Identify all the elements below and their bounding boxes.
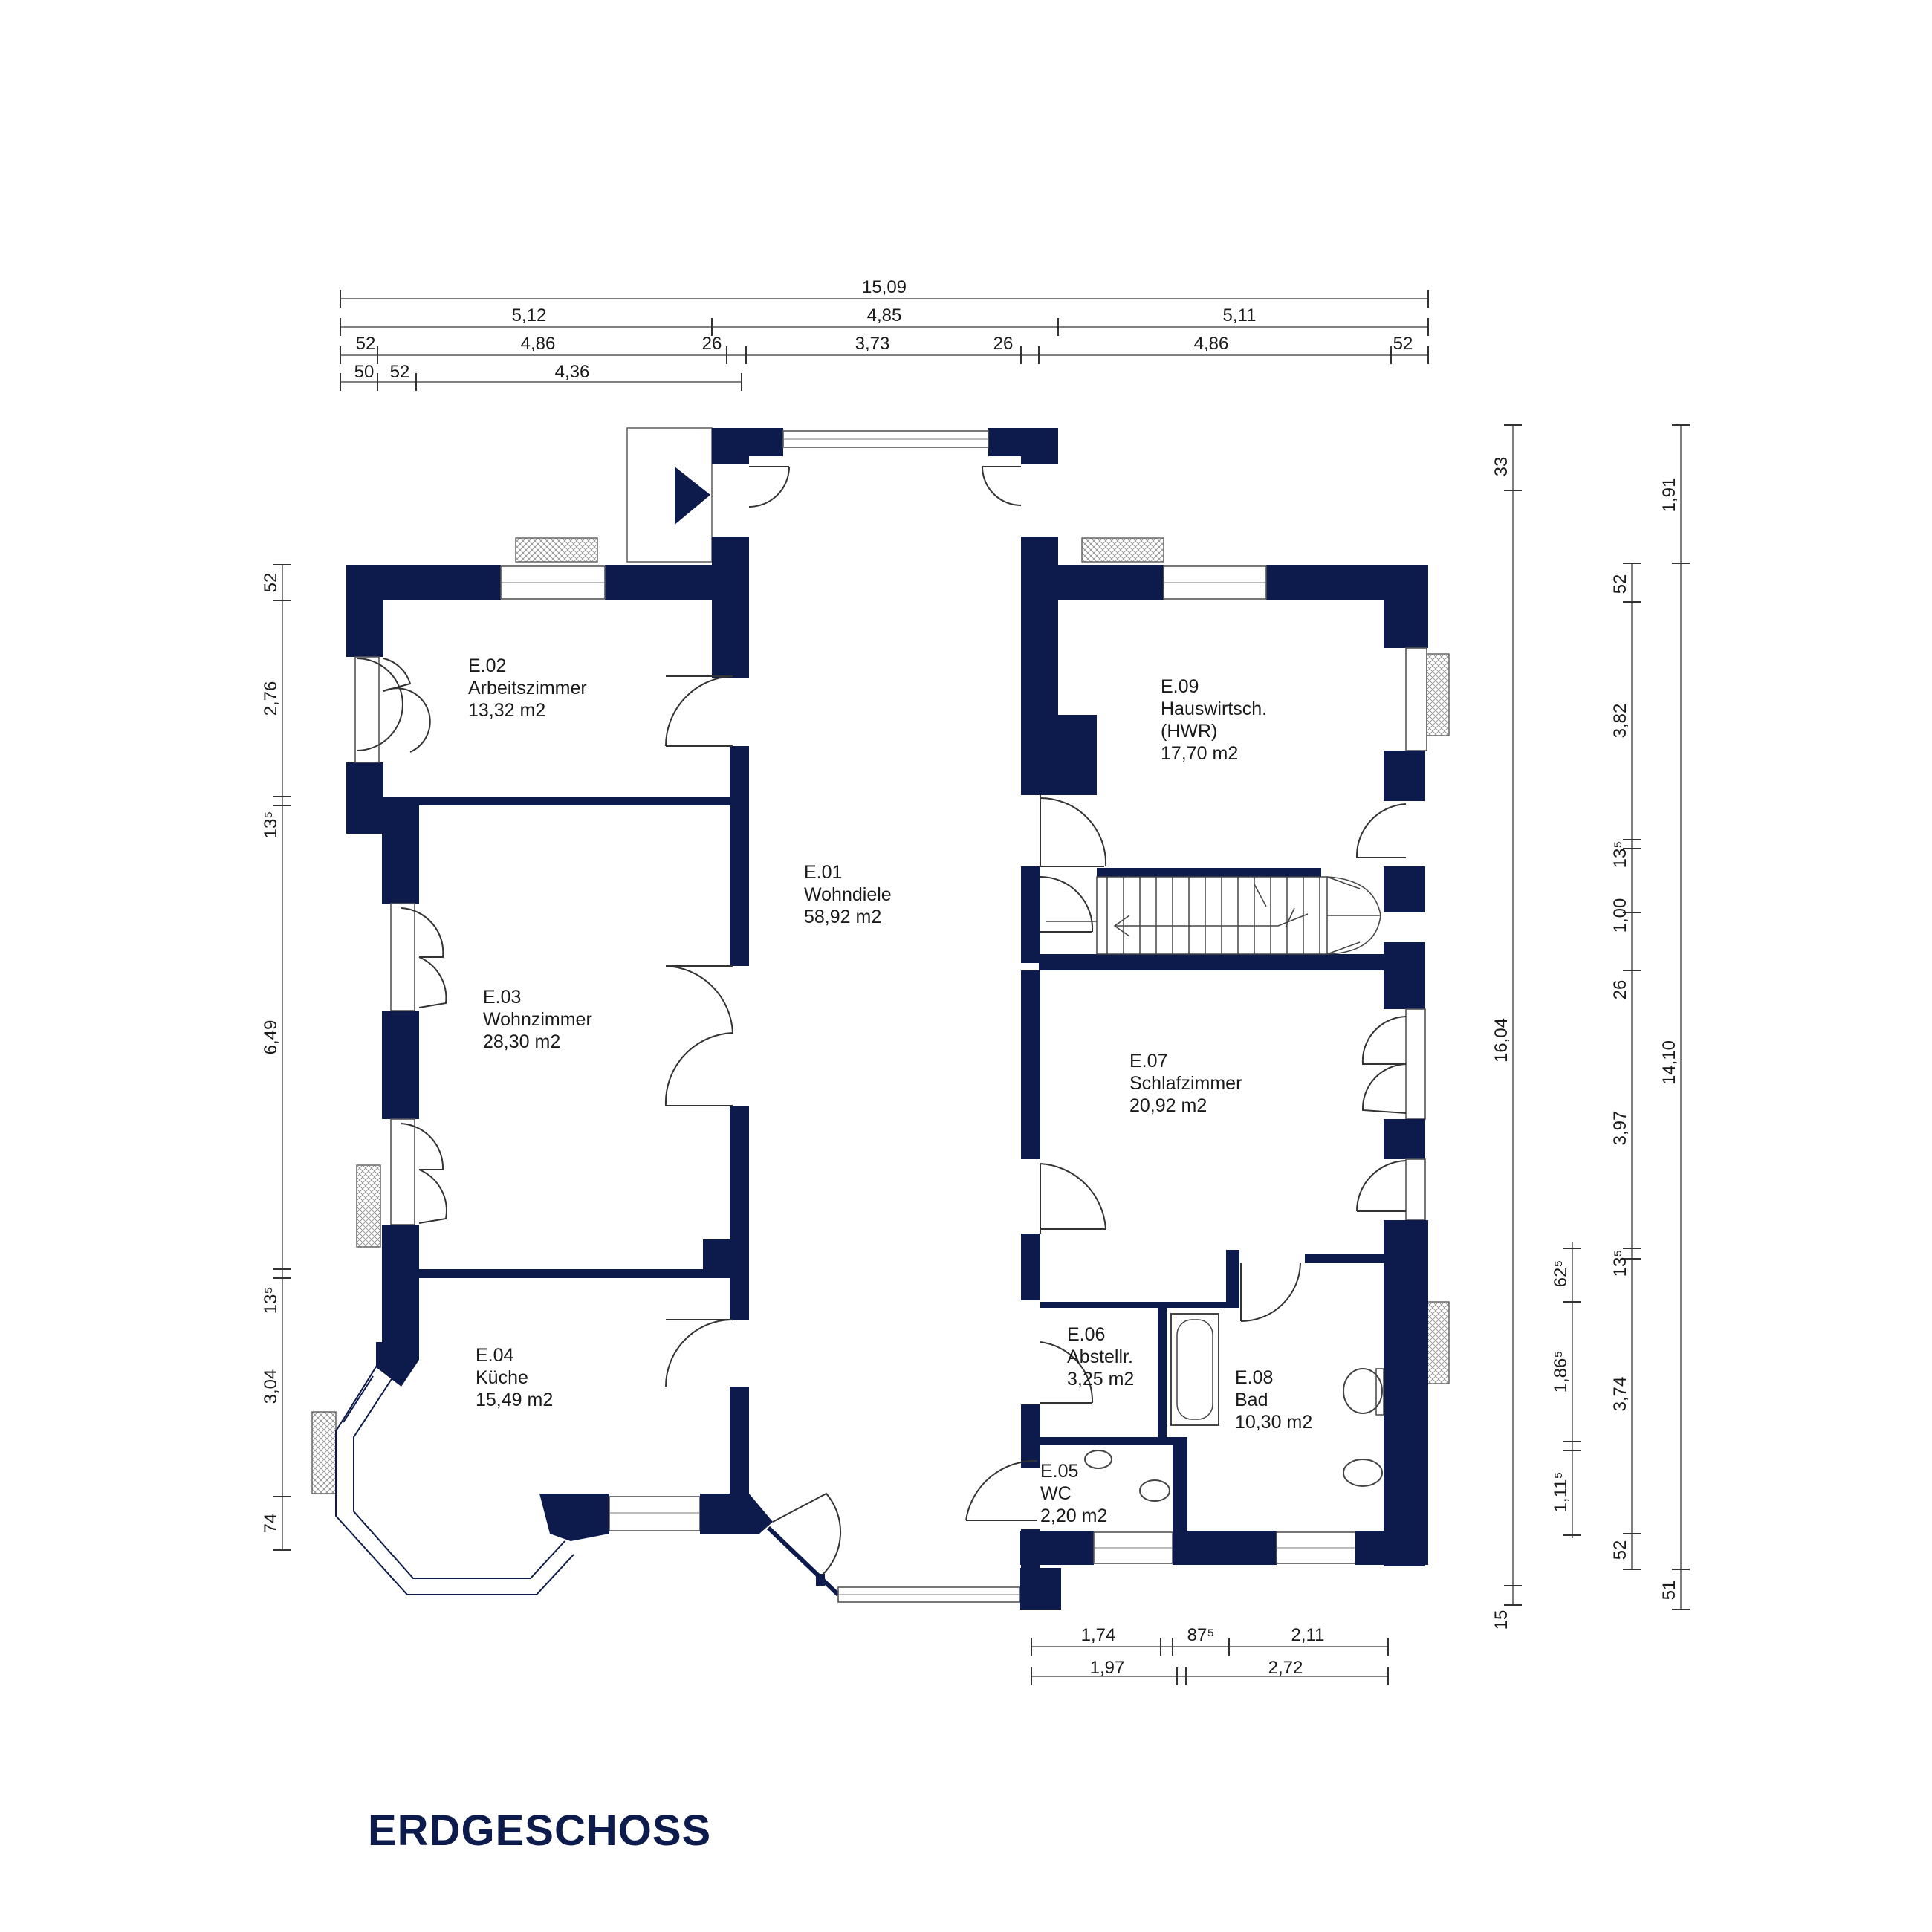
room-E04-name: Küche xyxy=(476,1367,528,1388)
dim-bottom-3: 2,11 xyxy=(1291,1625,1325,1645)
room-E09-label: E.09 Hauswirtsch. (HWR) 17,70 m2 xyxy=(1161,676,1272,764)
room-E06-code: E.06 xyxy=(1067,1324,1105,1345)
dim-top-r4-2: 52 xyxy=(390,362,410,382)
dim-rd-9: 52 xyxy=(1610,1540,1630,1560)
room-E08-name: Bad xyxy=(1235,1390,1268,1410)
dim-rd-8: 3,74 xyxy=(1610,1377,1630,1412)
dim-right-total: 16,04 xyxy=(1491,1018,1511,1063)
room-E02-area: 13,32 m2 xyxy=(468,700,545,721)
dim-rd-7: 13⁵ xyxy=(1610,1250,1630,1277)
sanitary-fixtures xyxy=(1084,1313,1384,1502)
dim-bottom-5: 2,72 xyxy=(1268,1658,1303,1678)
dim-left-2: 2,76 xyxy=(261,681,281,716)
room-E05-area: 2,20 m2 xyxy=(1040,1505,1107,1526)
dim-rd-2: 3,82 xyxy=(1610,704,1630,739)
room-E03-name: Wohnzimmer xyxy=(483,1009,592,1030)
dim-top-r3-3: 26 xyxy=(702,334,722,354)
room-E09-area: 17,70 m2 xyxy=(1161,743,1238,764)
dim-ro-2: 14,10 xyxy=(1659,1040,1679,1085)
dim-top-r3-5: 26 xyxy=(993,334,1014,354)
dim-top-left: 5,12 xyxy=(512,305,547,325)
dim-bath-1: 62⁵ xyxy=(1551,1260,1571,1288)
dim-top-r4-1: 50 xyxy=(354,362,375,382)
right-dimensions: 33 16,04 15 62⁵ 1,86⁵ 1,11⁵ 52 3,82 13⁵ … xyxy=(1491,424,1690,1630)
dim-rd-3: 13⁵ xyxy=(1610,841,1630,869)
dim-left-4: 6,49 xyxy=(261,1020,281,1055)
dim-bottom-4: 1,97 xyxy=(1090,1658,1125,1678)
dim-bottom-1: 1,74 xyxy=(1081,1625,1116,1645)
room-E06-label: E.06 Abstellr. 3,25 m2 xyxy=(1067,1324,1138,1390)
dim-right-33: 33 xyxy=(1491,457,1511,477)
dim-top-total: 15,09 xyxy=(862,277,907,297)
room-labels: E.01 Wohndiele 58,92 m2 E.02 Arbeitszimm… xyxy=(468,655,1312,1526)
left-dimensions: 52 2,76 13⁵ 6,49 13⁵ 3,04 74 xyxy=(261,564,291,1551)
dim-bath-3: 1,11⁵ xyxy=(1551,1472,1571,1513)
dim-left-7: 74 xyxy=(261,1514,281,1534)
room-E06-name: Abstellr. xyxy=(1067,1346,1133,1367)
dim-top-mid: 4,85 xyxy=(867,305,902,325)
room-E04-code: E.04 xyxy=(476,1345,514,1366)
walls xyxy=(335,428,1428,1610)
room-E02-code: E.02 xyxy=(468,655,506,676)
dim-bottom-2: 87⁵ xyxy=(1187,1625,1215,1645)
dim-top-r3-1: 52 xyxy=(356,334,376,354)
room-E06-area: 3,25 m2 xyxy=(1067,1369,1134,1390)
room-E01-label: E.01 Wohndiele 58,92 m2 xyxy=(804,862,897,927)
dim-rd-5: 26 xyxy=(1610,980,1630,1000)
room-E07-name: Schlafzimmer xyxy=(1129,1073,1242,1094)
bottom-dimensions: 1,74 87⁵ 2,11 1,97 2,72 xyxy=(1031,1625,1389,1685)
staircase xyxy=(1046,876,1381,955)
dim-ro-1: 1,91 xyxy=(1659,478,1679,513)
room-E09-code: E.09 xyxy=(1161,676,1199,697)
room-E05-name: WC xyxy=(1040,1483,1072,1504)
room-E09-name2: (HWR) xyxy=(1161,721,1217,742)
room-E04-label: E.04 Küche 15,49 m2 xyxy=(476,1345,553,1410)
room-E03-area: 28,30 m2 xyxy=(483,1031,560,1052)
dim-left-5: 13⁵ xyxy=(261,1287,281,1315)
room-E05-code: E.05 xyxy=(1040,1461,1078,1482)
room-E08-code: E.08 xyxy=(1235,1367,1273,1388)
room-E07-label: E.07 Schlafzimmer 20,92 m2 xyxy=(1129,1051,1247,1116)
room-E05-label: E.05 WC 2,20 m2 xyxy=(1040,1461,1107,1526)
room-E07-area: 20,92 m2 xyxy=(1129,1095,1207,1116)
doors xyxy=(356,466,1407,1576)
dim-top-r3-2: 4,86 xyxy=(521,334,556,354)
entrance-arrow-icon xyxy=(675,467,710,525)
room-E01-code: E.01 xyxy=(804,862,842,883)
room-E01-area: 58,92 m2 xyxy=(804,907,881,927)
room-E01-name: Wohndiele xyxy=(804,884,892,905)
dim-left-1: 52 xyxy=(261,573,281,593)
dim-left-3: 13⁵ xyxy=(261,811,281,839)
floor-title: ERDGESCHOSS xyxy=(368,1806,712,1855)
dim-right-15: 15 xyxy=(1491,1610,1511,1630)
dim-rd-4: 1,00 xyxy=(1610,898,1630,933)
dim-rd-1: 52 xyxy=(1610,574,1630,594)
room-E02-label: E.02 Arbeitszimmer 13,32 m2 xyxy=(468,655,592,721)
room-E09-name: Hauswirtsch. xyxy=(1161,698,1267,719)
room-E03-code: E.03 xyxy=(483,987,521,1008)
room-E08-area: 10,30 m2 xyxy=(1235,1412,1312,1433)
room-E02-name: Arbeitszimmer xyxy=(468,678,587,698)
dim-top-r3-4: 3,73 xyxy=(855,334,890,354)
dim-bath-2: 1,86⁵ xyxy=(1551,1351,1571,1393)
dim-top-r3-7: 52 xyxy=(1393,334,1413,354)
dim-top-r4-3: 4,36 xyxy=(555,362,590,382)
room-E04-area: 15,49 m2 xyxy=(476,1390,553,1410)
room-E03-label: E.03 Wohnzimmer 28,30 m2 xyxy=(483,987,597,1052)
room-E07-code: E.07 xyxy=(1129,1051,1167,1072)
entrance xyxy=(626,427,713,563)
dim-ro-3: 51 xyxy=(1659,1581,1679,1601)
dim-left-6: 3,04 xyxy=(261,1369,281,1404)
dim-top-right: 5,11 xyxy=(1223,305,1257,325)
radiators xyxy=(311,537,1450,1494)
dim-top-r3-6: 4,86 xyxy=(1194,334,1229,354)
dim-rd-6: 3,97 xyxy=(1610,1111,1630,1146)
room-E08-label: E.08 Bad 10,30 m2 xyxy=(1235,1367,1312,1433)
top-dimensions: 15,09 5,12 4,85 5,11 52 4,86 26 3,73 26 … xyxy=(340,277,1429,391)
